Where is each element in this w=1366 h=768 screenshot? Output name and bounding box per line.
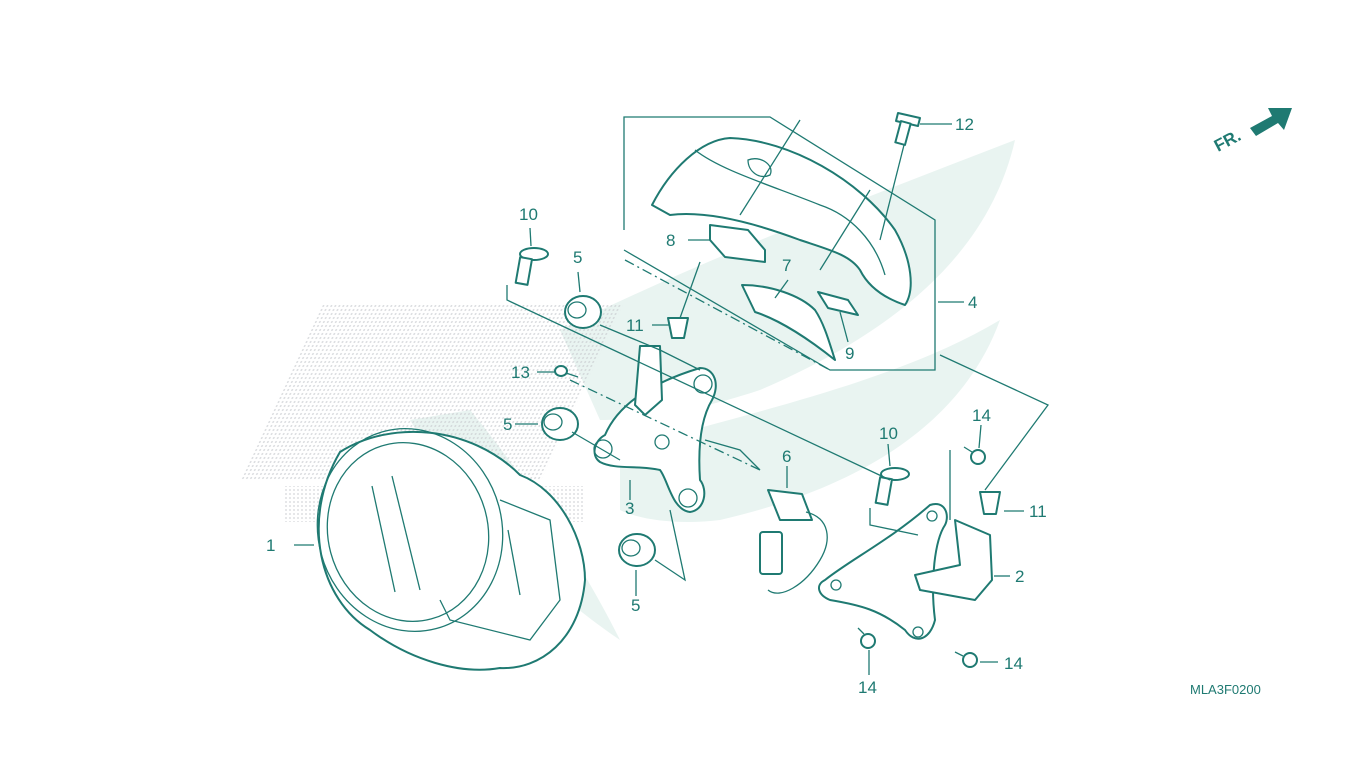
callout-3: 3	[625, 499, 634, 518]
part-collar-11-right	[979, 491, 1001, 515]
part-grommet-5-middle	[541, 407, 579, 441]
callout-11-left: 11	[626, 316, 644, 335]
callout-labels: 1 2 3 4 5 5 5 6 7 8 9 10 10 11 11 12 13 …	[266, 115, 1047, 697]
part-screw-10-right	[874, 467, 910, 506]
callout-14-right: 14	[1004, 654, 1023, 673]
part-socket-6	[704, 439, 828, 594]
part-grommet-5-top	[564, 295, 602, 329]
cover-group-outline	[623, 116, 936, 371]
callout-10-right: 10	[879, 424, 898, 443]
callout-8: 8	[666, 231, 675, 250]
callout-5-middle: 5	[503, 415, 512, 434]
part-sheet-7	[741, 284, 836, 361]
part-screw-13	[554, 365, 579, 378]
callout-9: 9	[845, 344, 854, 363]
callout-1: 1	[266, 536, 275, 555]
part-bolt-14-top	[963, 446, 986, 465]
callout-7: 7	[782, 256, 791, 275]
part-bolt-14-right	[954, 651, 978, 668]
diagram-code: MLA3F0200	[1190, 682, 1261, 697]
part-bolt-14-bottom	[857, 627, 876, 649]
callout-2: 2	[1015, 567, 1024, 586]
callout-4: 4	[968, 293, 977, 312]
callout-6: 6	[782, 447, 791, 466]
part-cushion-9	[817, 291, 859, 316]
callout-12: 12	[955, 115, 974, 134]
part-upper-cover	[651, 137, 912, 306]
part-meter-1	[316, 427, 586, 671]
leader-lines	[294, 119, 1049, 675]
part-collar-11-left	[667, 317, 689, 339]
callout-11-right: 11	[1029, 502, 1047, 521]
front-direction-arrow: FR.	[1211, 108, 1292, 156]
callout-14-bottom: 14	[858, 678, 877, 697]
part-grommet-5-bottom	[618, 533, 656, 567]
callout-14-top: 14	[972, 406, 991, 425]
callout-13: 13	[511, 363, 530, 382]
part-screw-12	[894, 112, 921, 146]
part-screw-10-left	[514, 247, 549, 286]
callout-5-bottom: 5	[631, 596, 640, 615]
callout-5-top: 5	[573, 248, 582, 267]
part-cushion-8	[709, 224, 766, 263]
part-bracket-2	[818, 503, 993, 640]
direction-label: FR.	[1211, 126, 1244, 156]
callout-10-left: 10	[519, 205, 538, 224]
